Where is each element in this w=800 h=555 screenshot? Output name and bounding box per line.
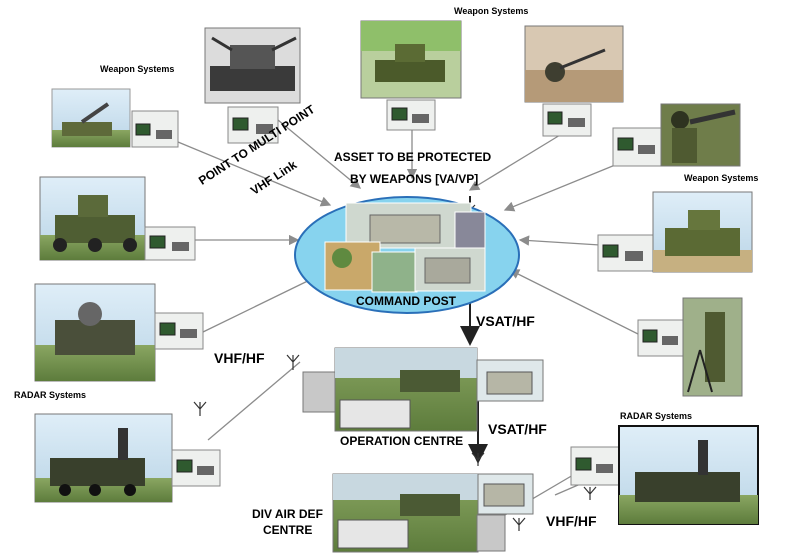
label-by-weapons: BY WEAPONS [VA/VP] (350, 172, 479, 186)
control-console-photo (612, 127, 662, 167)
control-console-photo (637, 319, 684, 357)
label-radar-systems: RADAR Systems (14, 390, 87, 400)
control-console-photo (386, 99, 436, 131)
control-console-photo (542, 103, 592, 137)
control-console-photo (154, 312, 204, 350)
weapon-photo-gun-tank (204, 27, 301, 104)
weapon-photo-tracked-sam (652, 191, 753, 273)
control-console-photo (144, 226, 196, 261)
label-command-post: COMMAND POST (356, 294, 456, 308)
div-air-def-photo (332, 473, 534, 553)
link-line (277, 119, 362, 189)
link-line (207, 361, 301, 441)
control-console-photo (597, 234, 654, 272)
radar-photo-mobile-radar (618, 425, 759, 525)
label-radar-systems: RADAR Systems (620, 411, 693, 421)
label-div-air-def: DIV AIR DEF (252, 507, 323, 521)
control-console-photo (227, 106, 279, 144)
label-weapon-systems: Weapon Systems (684, 173, 759, 183)
weapon-photo-air-defence-vehicle (39, 176, 146, 261)
weapon-photo-sp-air-defence (360, 20, 462, 99)
label-operation-centre: OPERATION CENTRE (340, 434, 464, 448)
label-vsat-hf: VSAT/HF (476, 313, 535, 329)
radar-photo-search-radar (34, 283, 156, 382)
weapon-photo-tripod-system (682, 297, 743, 397)
label-vsat-hf: VSAT/HF (488, 421, 547, 437)
weapon-photo-rocket-launcher (51, 88, 131, 148)
link-line (202, 274, 322, 333)
link-line (508, 269, 641, 336)
label-asset-to-be-protected: ASSET TO BE PROTECTED (334, 150, 492, 164)
label-weapon-systems: Weapon Systems (100, 64, 175, 74)
label-vhf-hf: VHF/HF (546, 513, 597, 529)
link-line (518, 235, 601, 246)
weapon-photo-towed-gun (524, 25, 624, 103)
weapon-photo-manpads-soldier (660, 103, 741, 167)
control-console-photo (570, 446, 620, 486)
label-div-air-def-centre: CENTRE (263, 523, 313, 537)
link-line (177, 141, 332, 207)
control-console-photo (131, 110, 179, 148)
link-line (503, 162, 621, 212)
command-post-photo-collage (324, 202, 486, 293)
operation-centre-photo (302, 347, 544, 432)
radar-photo-truck (34, 413, 173, 503)
label-vhf-hf: VHF/HF (214, 350, 265, 366)
label-weapon-systems: Weapon Systems (454, 6, 529, 16)
control-console-photo (171, 449, 221, 487)
link-line (468, 131, 566, 191)
